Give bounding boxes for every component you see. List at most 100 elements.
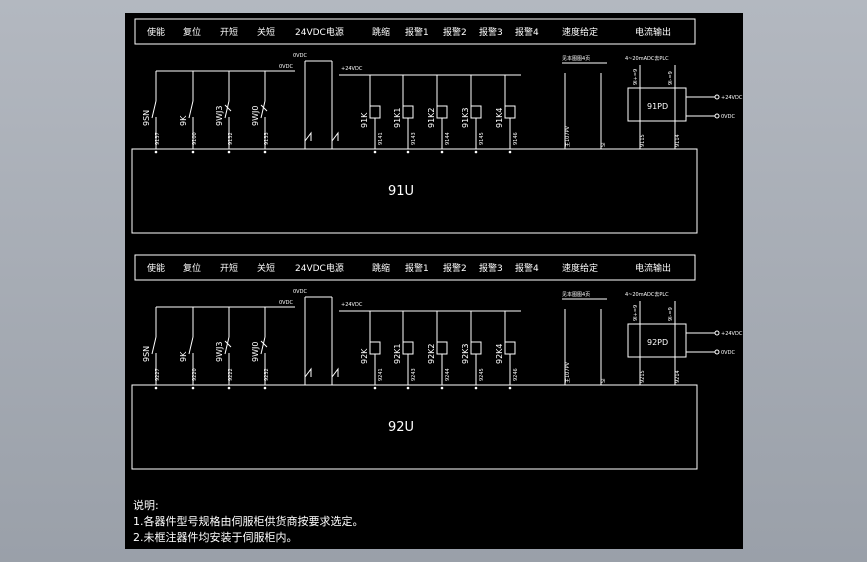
terminal-dot: [373, 150, 377, 154]
terminal-number: 9100: [192, 132, 198, 145]
reference-label: 见本图图4页: [562, 55, 590, 62]
terminal-number: 9232: [264, 368, 270, 381]
terminal-dot: [508, 386, 512, 390]
terminal-dot: [474, 150, 478, 154]
header-label: 开短: [220, 26, 238, 38]
terminal-number: 9241: [378, 368, 384, 381]
relay-label: 91K1: [393, 107, 402, 128]
relay-label: 92K1: [393, 343, 402, 364]
contact-switch: [224, 100, 230, 119]
terminal-number: 9227: [155, 368, 161, 381]
terminal-number: 9244: [445, 368, 451, 381]
header-label: 报警4: [515, 262, 539, 274]
diode-symbol: [304, 131, 312, 142]
terminal-dot: [373, 386, 377, 390]
header-strip: [134, 254, 696, 281]
supply-24v-label: +24VDC: [341, 66, 363, 72]
supply-0v-label: 0VDC: [293, 289, 307, 295]
terminal-number: 9246: [513, 368, 519, 381]
terminal-number: 9243: [411, 368, 417, 381]
relay-coil-92K2: [436, 341, 448, 355]
supply-0v-label: 0VDC: [279, 300, 293, 306]
contact-actuator: [224, 340, 232, 348]
terminal-number: 9132: [228, 132, 234, 145]
relay-coil-91K1: [402, 105, 414, 119]
terminal-number: 9245: [479, 368, 485, 381]
terminal-dot: [191, 150, 195, 154]
header-label: 使能: [147, 26, 165, 38]
contact-switch: [260, 100, 266, 119]
terminal-number: 9133: [264, 132, 270, 145]
pd-top-terminal: 9I+=9: [633, 69, 639, 85]
contact-switch: [260, 336, 266, 355]
contact-switch: [151, 100, 157, 119]
pd-label: 91PD: [647, 102, 668, 111]
header-label: 复位: [183, 26, 201, 38]
header-label: 复位: [183, 262, 201, 274]
terminal-dot: [227, 386, 231, 390]
terminal-number: Sl: [601, 378, 607, 383]
diode-symbol: [304, 367, 312, 378]
header-label: 报警3: [479, 262, 503, 274]
note-line: 1.各器件型号规格由伺服柜供货商按要求选定。: [133, 514, 364, 528]
pd-top-terminal: 9I-=9: [668, 71, 674, 85]
contact-switch: [151, 336, 157, 355]
terminal-dot: [227, 150, 231, 154]
relay-coil-91K: [369, 105, 381, 119]
contact-switch: [188, 100, 194, 119]
reference-label: 见本图图4页: [562, 291, 590, 298]
pd-top-terminal: 9I-=9: [668, 307, 674, 321]
terminal-number: 主107PV: [564, 361, 571, 383]
header-label: 报警2: [443, 26, 467, 38]
control-box-91U: [131, 148, 698, 234]
terminal-dot: [191, 386, 195, 390]
relay-coil-92K: [369, 341, 381, 355]
relay-label: 92K: [360, 348, 369, 364]
plc-label: 4~20mADC去PLC: [625, 291, 669, 298]
pd-top-terminal: 9I+=9: [633, 305, 639, 321]
plc-label: 4~20mADC去PLC: [625, 55, 669, 62]
relay-label: 92K2: [427, 343, 436, 364]
header-label: 报警1: [405, 26, 429, 38]
header-label: 开短: [220, 262, 238, 274]
header-label: 跳缩: [372, 26, 390, 38]
header-label: 电流输出: [635, 262, 671, 274]
terminal-number: 9141: [378, 132, 384, 145]
terminal-number: Sl: [601, 142, 607, 147]
header-label: 报警1: [405, 262, 429, 274]
relay-label: 91K2: [427, 107, 436, 128]
output-terminal: [714, 349, 720, 355]
header-label: 24VDC电源: [295, 262, 344, 274]
output-label: +24VDC: [721, 331, 743, 337]
terminal-number: 9114: [675, 134, 681, 147]
output-label: +24VDC: [721, 95, 743, 101]
control-box-92U: [131, 384, 698, 470]
terminal-number: 9145: [479, 132, 485, 145]
contact-label: 9WJ3: [215, 342, 224, 362]
output-label: 0VDC: [721, 114, 735, 120]
terminal-dot: [154, 150, 158, 154]
terminal-number: 9143: [411, 132, 417, 145]
terminal-number: 9144: [445, 132, 451, 145]
contact-label: 9SN: [142, 346, 151, 362]
relay-coil-92K3: [470, 341, 482, 355]
header-label: 报警2: [443, 262, 467, 274]
terminal-number: 9146: [513, 132, 519, 145]
note-line: 2.未框注器件均安装于伺服柜内。: [133, 530, 298, 544]
header-label: 关短: [257, 262, 275, 274]
terminal-number: 主107PV: [564, 125, 571, 147]
supply-24v-label: +24VDC: [341, 302, 363, 308]
diode-symbol: [331, 367, 339, 378]
diode-symbol: [331, 131, 339, 142]
terminal-dot: [263, 150, 267, 154]
pd-label: 92PD: [647, 338, 668, 347]
header-label: 关短: [257, 26, 275, 38]
terminal-dot: [406, 386, 410, 390]
output-terminal: [714, 94, 720, 100]
contact-label: 9K: [179, 115, 188, 126]
relay-label: 91K: [360, 112, 369, 128]
header-strip: [134, 18, 696, 45]
contact-actuator: [260, 340, 268, 348]
